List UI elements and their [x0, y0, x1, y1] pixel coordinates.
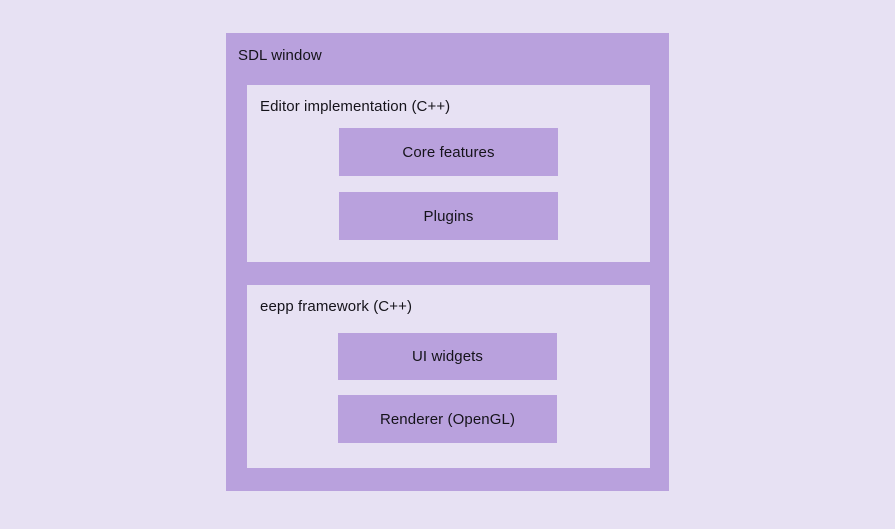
panel-eepp-framework: eepp framework (C++) UI widgets Renderer…	[247, 285, 650, 468]
panel-editor-implementation-label: Editor implementation (C++)	[260, 98, 451, 115]
box-ui-widgets: UI widgets	[338, 333, 557, 380]
box-plugins: Plugins	[339, 192, 558, 240]
box-ui-widgets-label: UI widgets	[411, 348, 484, 365]
sdl-window-container: SDL window Editor implementation (C++) C…	[226, 33, 669, 491]
sdl-window-label: SDL window	[238, 47, 322, 64]
box-renderer-opengl: Renderer (OpenGL)	[338, 395, 557, 443]
box-renderer-opengl-label: Renderer (OpenGL)	[379, 410, 516, 428]
panel-editor-implementation: Editor implementation (C++) Core feature…	[247, 85, 650, 262]
panel-eepp-framework-label: eepp framework (C++)	[260, 298, 413, 315]
box-core-features: Core features	[339, 128, 558, 176]
box-core-features-label: Core features	[402, 143, 495, 161]
box-plugins-label: Plugins	[423, 207, 474, 225]
